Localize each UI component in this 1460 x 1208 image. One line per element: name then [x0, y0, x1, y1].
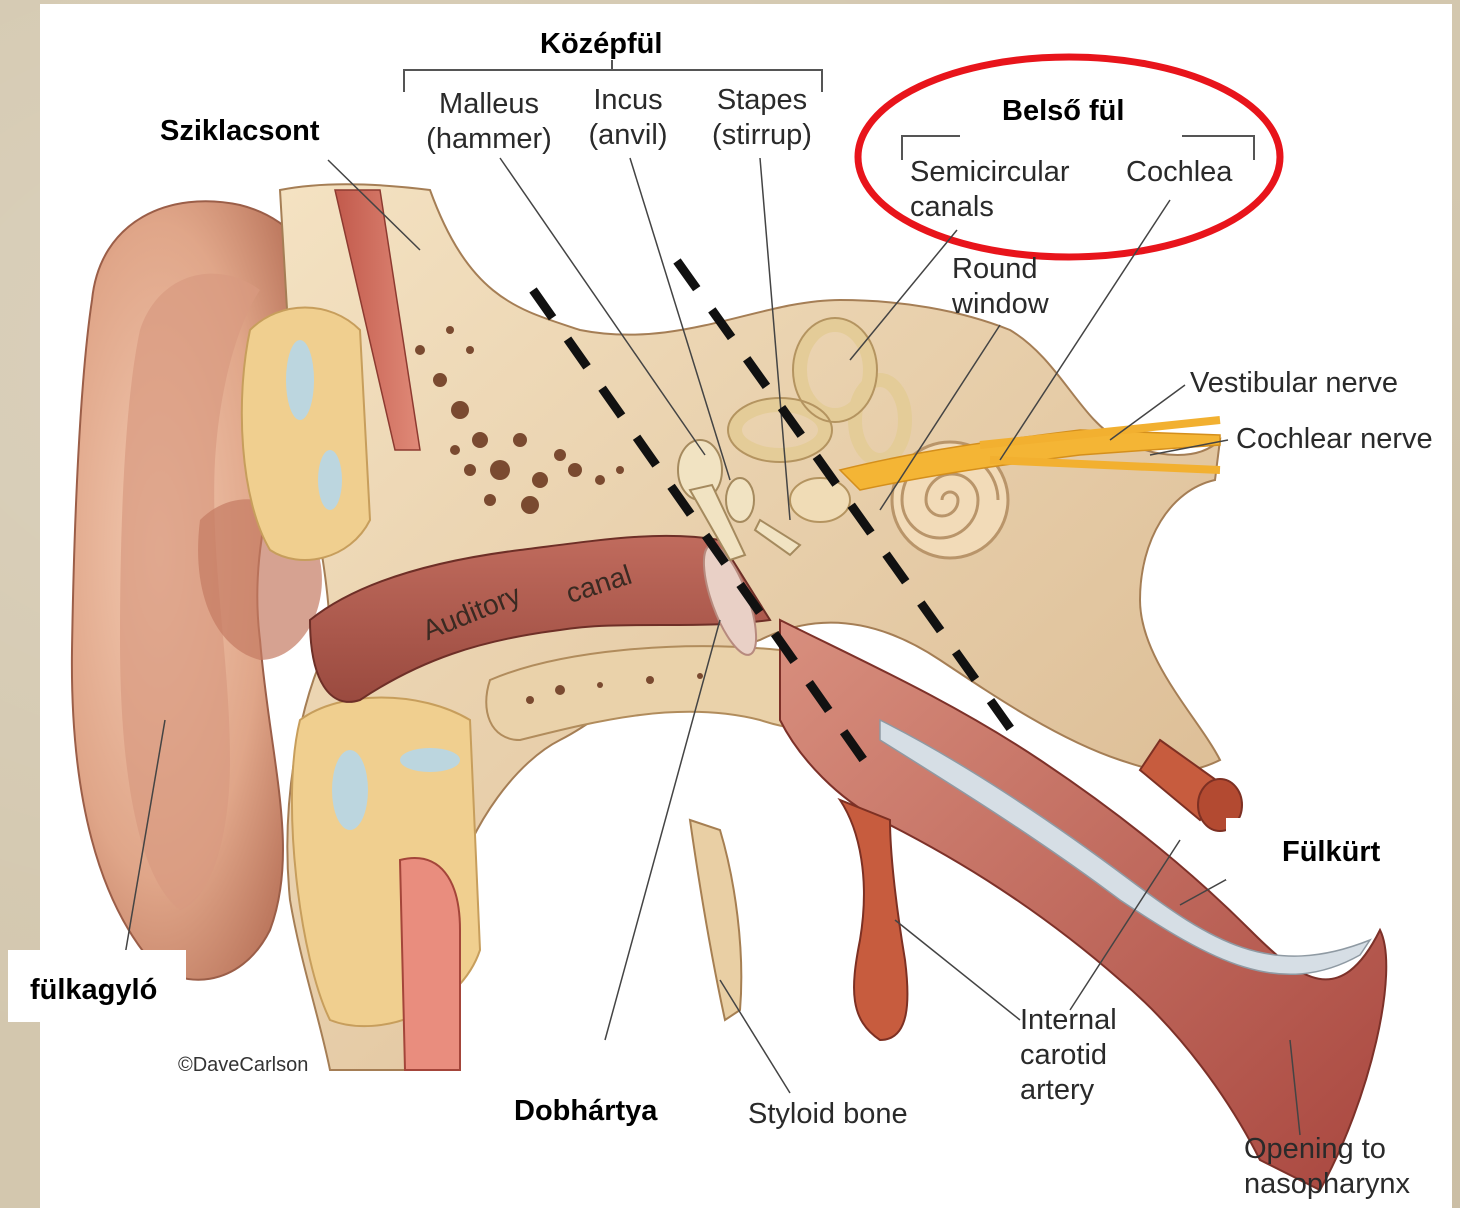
eustachian-tube-label: Fülkürt [1282, 835, 1380, 869]
stapes-line2: (stirrup) [702, 118, 822, 153]
vestibular-nerve-label: Vestibular nerve [1190, 366, 1398, 401]
carotid-artery-label: Internal carotid artery [1020, 1003, 1117, 1108]
inner-ear-label: Belső fül [1002, 94, 1124, 128]
semicircular-line2: canals [910, 190, 1070, 225]
carotid-line3: artery [1020, 1073, 1117, 1108]
incus-line2: (anvil) [578, 118, 678, 153]
malleus-line2: (hammer) [418, 122, 560, 157]
opening-line2: nasopharynx [1244, 1167, 1410, 1202]
carotid-line1: Internal [1020, 1003, 1117, 1038]
carotid-line2: carotid [1020, 1038, 1117, 1073]
cochlear-nerve-label: Cochlear nerve [1236, 422, 1433, 457]
malleus-label: Malleus (hammer) [418, 87, 560, 157]
illustration-credit: ©DaveCarlson [178, 1054, 308, 1077]
incus-line1: Incus [578, 83, 678, 118]
styloid-bone-label: Styloid bone [748, 1097, 908, 1132]
round-window-label: Round window [952, 252, 1049, 322]
pinna-label: fülkagyló [30, 973, 157, 1007]
petrous-bone-label: Sziklacsont [160, 114, 320, 148]
incus-label: Incus (anvil) [578, 83, 678, 153]
eardrum-label: Dobhártya [514, 1094, 657, 1128]
styloid-bone [690, 820, 741, 1020]
middle-ear-label: Középfül [540, 27, 662, 61]
stapes-line1: Stapes [702, 83, 822, 118]
round-window-line2: window [952, 287, 1049, 322]
cochlea-label: Cochlea [1126, 155, 1232, 190]
round-window-line1: Round [952, 252, 1049, 287]
stapes-label: Stapes (stirrup) [702, 83, 822, 153]
malleus-line1: Malleus [418, 87, 560, 122]
carotid-artery [840, 800, 907, 1040]
semicircular-canals-label: Semicircular canals [910, 155, 1070, 225]
opening-line1: Opening to [1244, 1132, 1410, 1167]
nasopharynx-opening-label: Opening to nasopharynx [1244, 1132, 1410, 1202]
semicircular-line1: Semicircular [910, 155, 1070, 190]
